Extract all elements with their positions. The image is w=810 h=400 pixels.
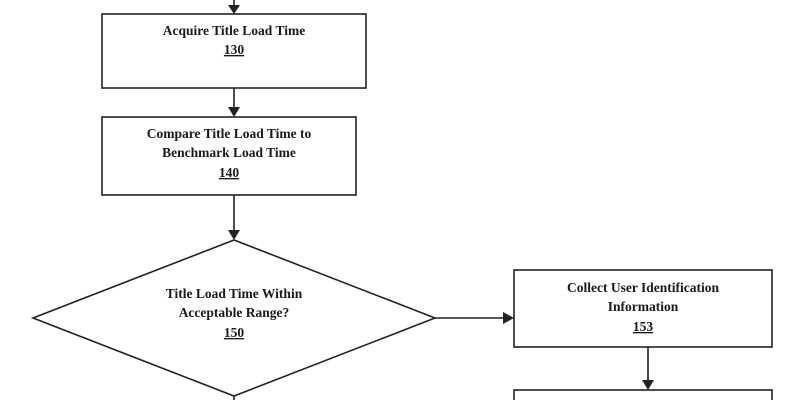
arrowhead-into-acquire xyxy=(228,5,240,14)
arrowhead-decision-to-collect xyxy=(503,312,514,324)
node-acquire-title-load-time: Acquire Title Load Time 130 xyxy=(101,13,367,89)
node-compare-label-line-2: Benchmark Load Time xyxy=(162,145,296,160)
node-acquire-ref: 130 xyxy=(224,42,245,57)
node-next-box-partial xyxy=(513,389,773,400)
node-compare-label-line-1: Compare Title Load Time to xyxy=(147,126,312,141)
node-collect-user-identification: Collect User Identification Information … xyxy=(513,269,773,348)
node-collect-label-line-1: Collect User Identification xyxy=(567,280,719,295)
node-collect-label-line-2: Information xyxy=(608,299,679,314)
node-compare-box xyxy=(101,116,357,196)
arrowhead-collect-to-next xyxy=(642,380,654,390)
node-decision-acceptable-range: Title Load Time Within Acceptable Range?… xyxy=(30,239,438,397)
node-collect-ref: 153 xyxy=(633,319,654,334)
arrowhead-acquire-to-compare xyxy=(228,107,240,117)
node-acquire-label-line-1: Acquire Title Load Time xyxy=(163,23,305,38)
node-decision-label-line-1: Title Load Time Within xyxy=(166,286,303,301)
node-compare-ref: 140 xyxy=(219,165,240,180)
node-decision-label-line-2: Acceptable Range? xyxy=(179,305,290,320)
arrowhead-compare-to-decision xyxy=(228,230,240,240)
node-compare-title-load-time: Compare Title Load Time to Benchmark Loa… xyxy=(101,116,357,196)
node-decision-ref: 150 xyxy=(224,325,245,340)
node-collect-box xyxy=(513,269,773,348)
